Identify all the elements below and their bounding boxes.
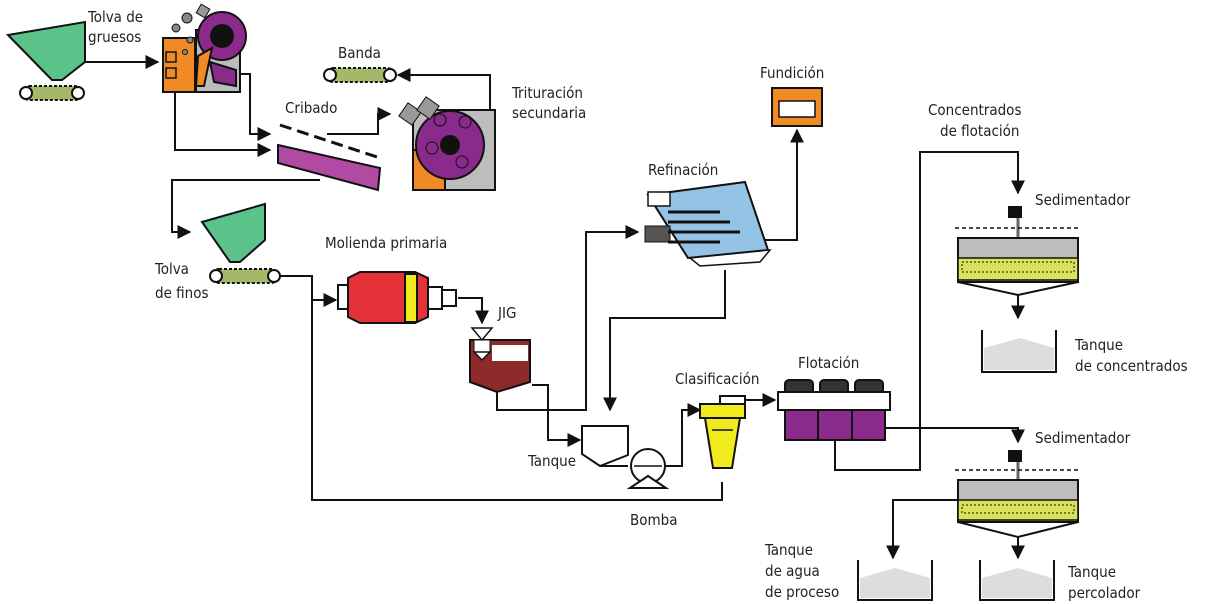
label-fundicion: Fundición [760,64,824,82]
thickener-2 [955,450,1080,539]
label-jig: JIG [497,304,516,322]
smelter [771,87,823,127]
secondary-crusher [398,96,496,191]
label-flotacion: Flotación [798,354,859,372]
percolation-tank [979,560,1055,601]
primary-crusher [162,3,247,93]
jig [469,327,531,394]
concentrate-tank [981,330,1057,373]
label-tanque-agua-3: de proceso [765,583,839,601]
process-water-tank [857,560,933,601]
label-tanque-conc-2: de concentrados [1075,357,1188,375]
pump-sump-tank [581,425,629,468]
refining-table [644,180,772,267]
label-cribado: Cribado [285,99,337,117]
label-sedimentador-1: Sedimentador [1035,191,1131,209]
label-tanque-perc-2: percolador [1068,584,1141,602]
screening-deck [277,123,382,192]
conveyor-belt [323,67,397,83]
label-tanque: Tanque [527,452,576,470]
label-trituracion-1: Trituración [511,84,583,102]
flotation-cells [777,379,891,441]
label-tanque-agua-1: Tanque [764,541,813,559]
ball-mill [337,271,457,324]
hydrocyclone [699,395,746,469]
label-bomba: Bomba [630,511,678,529]
label-clasificacion: Clasificación [675,370,759,388]
label-tolva-gruesos-1: Tolva de [87,8,143,26]
label-tolva-finos-2: de finos [155,284,209,302]
label-refinacion: Refinación [648,161,718,179]
label-tanque-perc-1: Tanque [1067,563,1116,581]
label-trituracion-2: secundaria [512,104,586,122]
label-tanque-conc-1: Tanque [1074,336,1123,354]
label-tanque-agua-2: de agua [765,562,820,580]
label-banda: Banda [338,44,381,62]
coarse-hopper [5,20,86,101]
label-molienda: Molienda primaria [325,234,447,252]
fines-hopper [200,202,281,284]
label-concentrados-2: de flotación [940,122,1019,140]
thickener-1 [955,206,1080,297]
label-sedimentador-2: Sedimentador [1035,429,1131,447]
flow-lines [85,55,1025,560]
pump [626,448,670,489]
label-concentrados-1: Concentrados [928,101,1021,119]
label-tolva-gruesos-2: gruesos [88,28,141,46]
label-tolva-finos-1: Tolva [154,260,189,278]
